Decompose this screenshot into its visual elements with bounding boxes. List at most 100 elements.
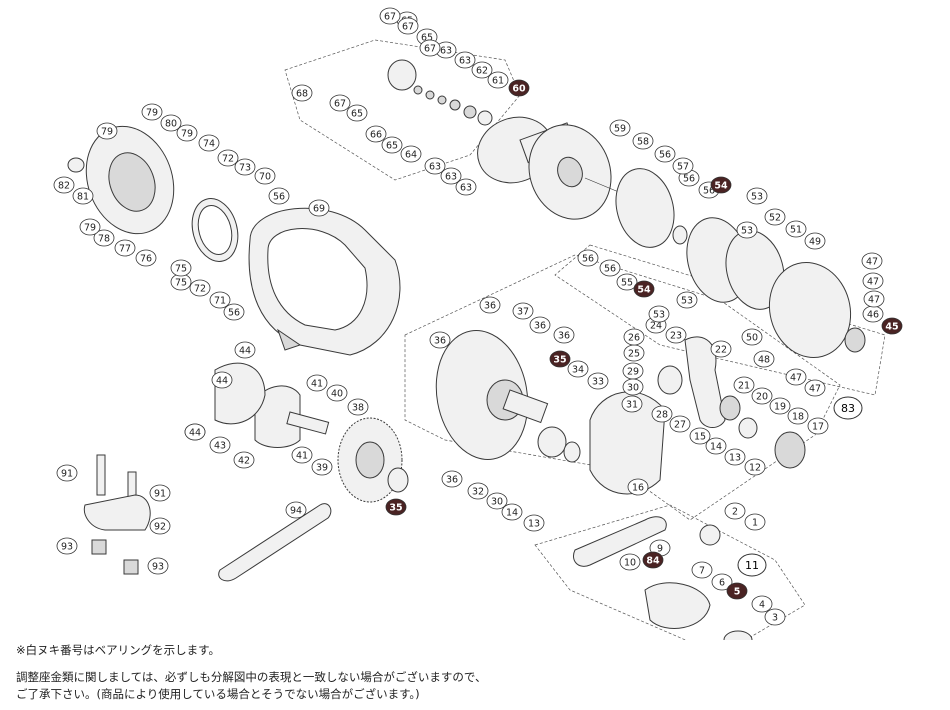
part-callout-bubble bbox=[365, 125, 387, 143]
part-callout: 91 bbox=[149, 484, 171, 502]
bearing-label: 35 bbox=[389, 503, 402, 514]
part-callout-bubble bbox=[147, 557, 169, 575]
part-label: 53 bbox=[653, 310, 665, 321]
part-callout-bubble bbox=[486, 492, 508, 510]
part-callout-bubble bbox=[744, 513, 766, 531]
part-callout: 53 bbox=[736, 221, 758, 239]
part-callout-bubble bbox=[467, 482, 489, 500]
part-label: 13 bbox=[729, 453, 741, 464]
bearing-label: 60 bbox=[512, 84, 526, 95]
part-label: 92 bbox=[154, 522, 166, 533]
part-callout: 4 bbox=[751, 595, 773, 613]
bearing-callout-bubble bbox=[633, 280, 655, 298]
part-label: 49 bbox=[809, 237, 821, 248]
part-callout: 49 bbox=[804, 232, 826, 250]
part-callout: 51 bbox=[785, 220, 807, 238]
part-callout: 36 bbox=[429, 331, 451, 349]
part-callout: 43 bbox=[209, 436, 231, 454]
bearing-label: 5 bbox=[734, 587, 741, 598]
group-label-11: 11 bbox=[745, 559, 759, 572]
part-label: 67 bbox=[402, 22, 414, 33]
part-label: 44 bbox=[216, 376, 228, 387]
part-callout-bubble bbox=[93, 229, 115, 247]
part-callout: 61 bbox=[487, 71, 509, 89]
right-side-discs bbox=[615, 168, 866, 359]
part-callout-bubble bbox=[764, 208, 786, 226]
part-callout: 79 bbox=[176, 124, 198, 142]
part-label: 47 bbox=[809, 384, 821, 395]
part-callout-bubble bbox=[479, 296, 501, 314]
part-callout-bubble bbox=[400, 145, 422, 163]
bearing-callout: 5 bbox=[726, 582, 748, 600]
part-callout: 15 bbox=[689, 427, 711, 445]
part-callout: 36 bbox=[441, 470, 463, 488]
bearing-callout: 35 bbox=[385, 498, 407, 516]
part-callout: 13 bbox=[724, 448, 746, 466]
part-callout: 47 bbox=[863, 290, 885, 308]
part-callout-bubble bbox=[311, 458, 333, 476]
part-label: 14 bbox=[506, 508, 518, 519]
part-label: 32 bbox=[472, 487, 484, 498]
part-label: 63 bbox=[445, 172, 457, 183]
part-callout: 93 bbox=[56, 537, 78, 555]
part-label: 50 bbox=[746, 333, 758, 344]
part-callout-bubble bbox=[56, 537, 78, 555]
part-callout-bubble bbox=[72, 187, 94, 205]
part-label: 91 bbox=[61, 469, 73, 480]
part-label: 2 bbox=[732, 507, 738, 518]
part-label: 67 bbox=[334, 99, 346, 110]
part-callout: 1 bbox=[744, 513, 766, 531]
part-callout: 76 bbox=[135, 249, 157, 267]
part-label: 52 bbox=[769, 213, 781, 224]
part-callout: 47 bbox=[785, 368, 807, 386]
part-callout-bubble bbox=[326, 384, 348, 402]
part-label: 53 bbox=[751, 192, 763, 203]
part-label: 63 bbox=[459, 56, 471, 67]
part-label: 14 bbox=[710, 442, 722, 453]
group-label-83: 83 bbox=[841, 402, 855, 415]
part-callout-bubble bbox=[609, 119, 631, 137]
part-callout-bubble bbox=[96, 122, 118, 140]
part-label: 7 bbox=[699, 566, 705, 577]
part-callout: 19 bbox=[769, 397, 791, 415]
part-callout-bubble bbox=[863, 290, 885, 308]
part-label: 80 bbox=[165, 119, 177, 130]
part-label: 3 bbox=[772, 613, 778, 624]
part-callout-bubble bbox=[234, 341, 256, 359]
part-label: 63 bbox=[440, 46, 452, 57]
part-label: 68 bbox=[296, 89, 308, 100]
part-callout-bubble bbox=[254, 167, 276, 185]
part-label: 47 bbox=[790, 373, 802, 384]
part-callout-bubble bbox=[56, 464, 78, 482]
part-label: 72 bbox=[222, 154, 234, 165]
part-callout-bubble bbox=[440, 167, 462, 185]
part-callout: 41 bbox=[306, 374, 328, 392]
part-label: 6 bbox=[719, 578, 725, 589]
part-callout: 44 bbox=[234, 341, 256, 359]
part-label: 4 bbox=[759, 600, 765, 611]
bearing-label: 45 bbox=[885, 322, 898, 333]
part-callout-bubble bbox=[346, 104, 368, 122]
bearing-label: 54 bbox=[637, 285, 651, 296]
part-label: 73 bbox=[239, 163, 251, 174]
part-callout-bubble bbox=[648, 305, 670, 323]
part-callout-bubble bbox=[529, 316, 551, 334]
part-callout: 65 bbox=[381, 136, 403, 154]
part-label: 63 bbox=[460, 183, 472, 194]
part-callout-bubble bbox=[741, 328, 763, 346]
thumb-bar bbox=[218, 503, 332, 582]
part-callout: 63 bbox=[455, 178, 477, 196]
bearing-callout: 84 bbox=[642, 551, 664, 569]
part-label: 67 bbox=[424, 44, 436, 55]
part-callout-bubble bbox=[285, 501, 307, 519]
part-label: 28 bbox=[656, 410, 668, 421]
part-callout-bubble bbox=[622, 378, 644, 396]
part-callout-bubble bbox=[381, 136, 403, 154]
part-callout: 17 bbox=[807, 417, 829, 435]
part-callout-bubble bbox=[804, 232, 826, 250]
part-label: 93 bbox=[61, 542, 73, 553]
part-label: 53 bbox=[681, 296, 693, 307]
part-callout-bubble bbox=[587, 372, 609, 390]
part-callout: 48 bbox=[753, 350, 775, 368]
part-label: 56 bbox=[273, 192, 285, 203]
